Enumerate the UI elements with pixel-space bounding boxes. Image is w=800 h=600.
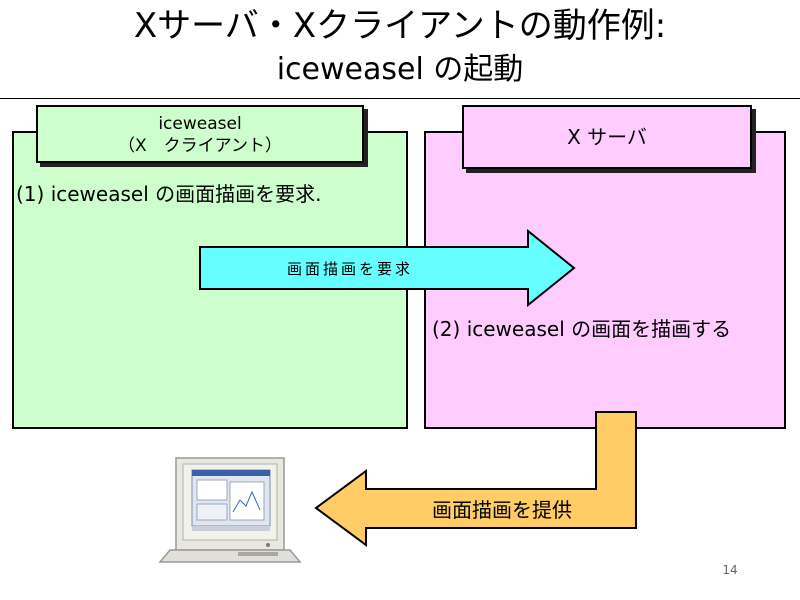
client-role: （X クライアント） xyxy=(118,136,282,156)
request-arrow-label: 画面描画を要求 xyxy=(286,260,413,278)
client-name: iceweasel xyxy=(158,114,242,134)
server-name: X サーバ xyxy=(567,125,647,149)
title-divider xyxy=(0,98,800,99)
client-step-text: (1) iceweasel の画面描画を要求. xyxy=(16,182,322,206)
slide-title-line1: Xサーバ・Xクライアントの動作例: xyxy=(133,6,667,46)
slide-title-line2: iceweasel の起動 xyxy=(276,52,524,87)
crt-monitor-icon xyxy=(158,457,302,563)
provide-arrow xyxy=(314,411,637,547)
client-label-box: iceweasel （X クライアント） xyxy=(36,105,364,163)
server-step-text: (2) iceweasel の画面を描画する xyxy=(432,317,732,341)
request-arrow xyxy=(199,228,576,308)
page-number: 14 xyxy=(722,563,738,577)
provide-arrow-label: 画面描画を提供 xyxy=(432,498,572,522)
server-label-box: X サーバ xyxy=(462,105,752,169)
